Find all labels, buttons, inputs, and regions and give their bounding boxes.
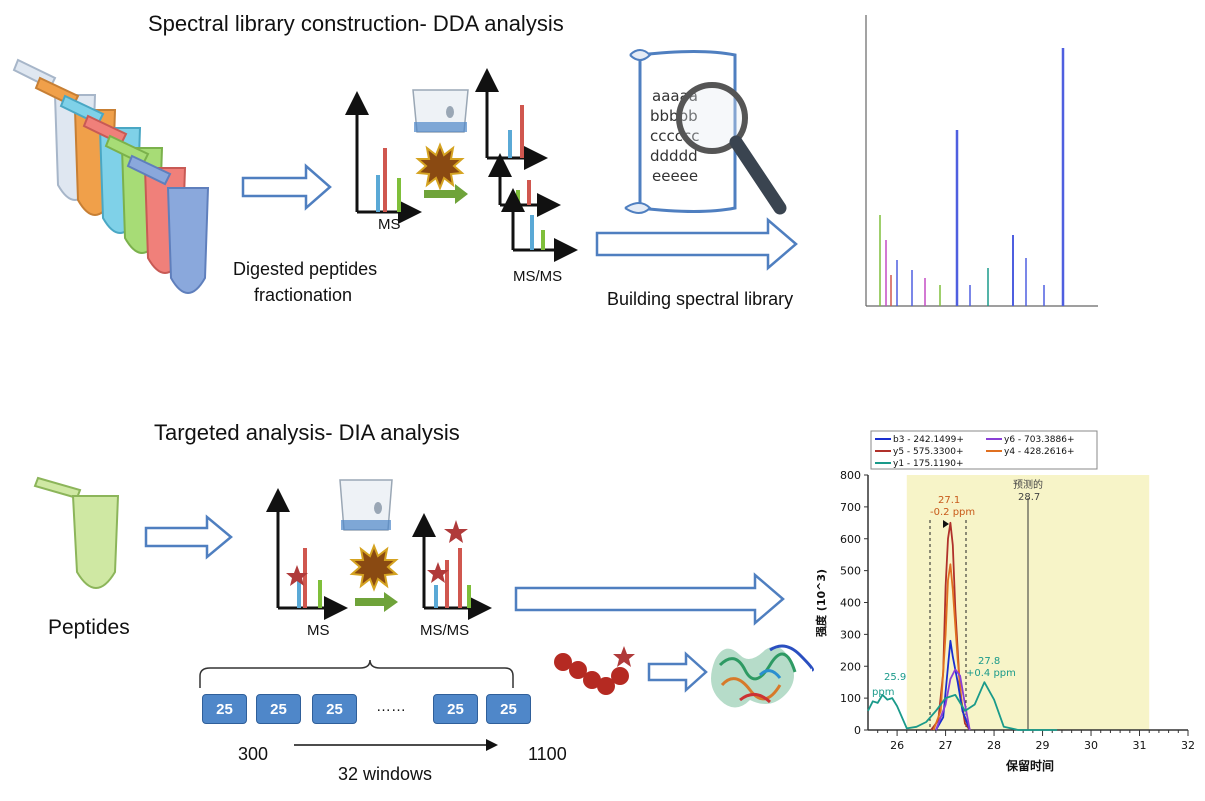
legend-entry: y1 - 175.1190+ bbox=[893, 459, 964, 469]
sample-tubes bbox=[12, 58, 210, 294]
bottom-title: Targeted analysis- DIA analysis bbox=[154, 420, 460, 445]
arrow-right-icon bbox=[144, 514, 233, 560]
protein-structure-icon bbox=[711, 644, 814, 708]
x-tick-label: 30 bbox=[1084, 739, 1098, 752]
chart-legend: b3 - 242.1499+ y6 - 703.3886+ y5 - 575.3… bbox=[870, 430, 1098, 470]
x-tick-label: 27 bbox=[939, 739, 953, 752]
left-rt-annotation: 25.9 bbox=[884, 672, 906, 683]
top-msms-label: MS/MS bbox=[513, 268, 563, 285]
windows-count-label: 32 windows bbox=[338, 764, 433, 784]
y-tick-label: 200 bbox=[840, 660, 861, 673]
legend-entry: b3 - 242.1499+ bbox=[893, 435, 964, 445]
y-tick-label: 600 bbox=[840, 533, 861, 546]
top-title: Spectral library construction- DDA analy… bbox=[148, 11, 564, 36]
arrow-right-icon bbox=[647, 651, 708, 693]
digested-label-line1: Digested peptides bbox=[233, 259, 378, 279]
y-tick-label: 0 bbox=[854, 724, 861, 737]
peptide-tube-icon bbox=[33, 476, 120, 589]
building-library-label: Building spectral library bbox=[607, 289, 794, 309]
legend-entry: y5 - 575.3300+ bbox=[893, 447, 964, 457]
apex-marker-icon bbox=[943, 520, 949, 528]
peptide-chain-icon bbox=[554, 646, 635, 695]
legend-entry: y4 - 428.2616+ bbox=[1004, 447, 1075, 457]
window-box: 25 bbox=[433, 694, 478, 724]
spectral-library-document-icon: aaaaa bbbbb cccccc ddddd eeeee bbox=[624, 49, 787, 215]
series-line bbox=[867, 681, 1058, 731]
x-tick-label: 28 bbox=[987, 739, 1001, 752]
bottom-msms-label: MS/MS bbox=[420, 622, 470, 639]
digested-label-line2: fractionation bbox=[254, 285, 353, 305]
legend-entry: y6 - 703.3886+ bbox=[1004, 435, 1075, 445]
arrow-right-icon bbox=[595, 217, 798, 271]
peptides-label: Peptides bbox=[48, 616, 130, 639]
collision-cell-icon bbox=[339, 479, 399, 612]
doc-line: eeeee bbox=[652, 167, 698, 185]
xic-chromatogram: 0 100 200 300 400 500 600 700 800 26 27 28 29 30 31 32… bbox=[814, 430, 1195, 773]
x-tick-label: 26 bbox=[890, 739, 904, 752]
range-start: 300 bbox=[238, 744, 269, 764]
secondary-rt-annotation: 27.8 bbox=[978, 656, 1000, 667]
arrow-right-icon bbox=[514, 572, 785, 626]
predicted-rt-annotation: 28.7 bbox=[1018, 492, 1040, 503]
x-tick-label: 32 bbox=[1181, 739, 1195, 752]
window-box: 25 bbox=[486, 694, 531, 724]
windows-ellipsis: …… bbox=[376, 698, 406, 715]
y-tick-label: 700 bbox=[840, 501, 861, 514]
ms-spectrum-icon bbox=[266, 488, 348, 620]
library-spectrum-plot bbox=[852, 10, 1102, 310]
bottom-ms-label: MS bbox=[307, 622, 330, 639]
x-tick-label: 31 bbox=[1133, 739, 1147, 752]
msms-spectra-icon bbox=[475, 68, 578, 262]
y-tick-label: 500 bbox=[840, 565, 861, 578]
doc-line: bbbbb bbox=[650, 107, 698, 125]
y-tick-label: 100 bbox=[840, 692, 861, 705]
window-box: 25 bbox=[256, 694, 301, 724]
window-box: 25 bbox=[312, 694, 357, 724]
y-tick-label: 400 bbox=[840, 597, 861, 610]
y-tick-label: 300 bbox=[840, 628, 861, 641]
window-brace bbox=[199, 659, 514, 688]
secondary-ppm-annotation: +0.4 ppm bbox=[966, 668, 1016, 679]
doc-line: ddddd bbox=[650, 147, 698, 165]
range-end: 1100 bbox=[528, 744, 567, 764]
arrow-right-icon bbox=[241, 163, 332, 211]
series-line bbox=[932, 563, 971, 731]
predicted-label: 预测的 bbox=[1013, 478, 1043, 491]
ms-spectrum-icon bbox=[345, 91, 422, 224]
left-ppm-annotation: ppm bbox=[872, 687, 894, 698]
x-tick-label: 29 bbox=[1036, 739, 1050, 752]
apex-ppm-annotation: -0.2 ppm bbox=[930, 507, 975, 518]
msms-spectrum-icon bbox=[412, 513, 492, 620]
top-ms-label: MS bbox=[378, 216, 401, 233]
y-axis-label: 强度 (10^3) bbox=[814, 569, 828, 637]
apex-rt-annotation: 27.1 bbox=[938, 495, 960, 506]
x-axis-label: 保留时间 bbox=[1005, 758, 1054, 773]
collision-cell-icon bbox=[412, 89, 469, 204]
window-box: 25 bbox=[202, 694, 247, 724]
y-tick-label: 800 bbox=[840, 469, 861, 482]
series-line bbox=[935, 668, 971, 731]
